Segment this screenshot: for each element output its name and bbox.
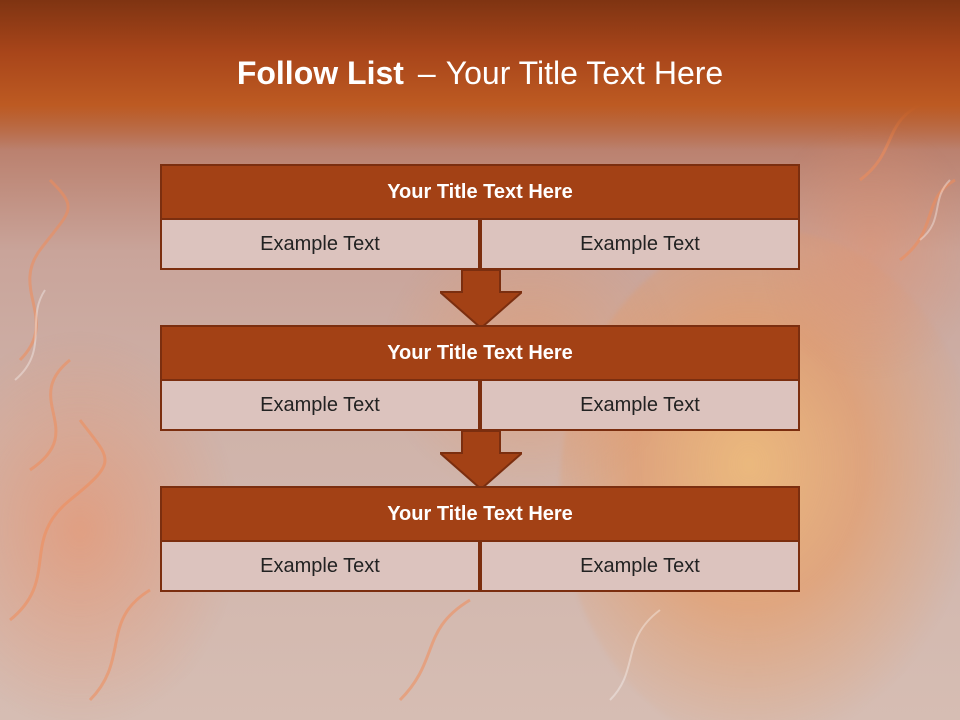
step-box-1: Your Title Text Here Example Text Exampl… bbox=[160, 164, 800, 270]
step-box-3: Your Title Text Here Example Text Exampl… bbox=[160, 486, 800, 592]
title-dash: – bbox=[417, 55, 436, 91]
step-left-text: Example Text bbox=[160, 381, 480, 431]
step-left-text: Example Text bbox=[160, 220, 480, 270]
step-right-text: Example Text bbox=[480, 220, 800, 270]
step-title: Your Title Text Here bbox=[160, 486, 800, 542]
down-arrow-icon bbox=[440, 431, 522, 491]
title-rest: Your Title Text Here bbox=[445, 55, 724, 91]
step-box-2: Your Title Text Here Example Text Exampl… bbox=[160, 325, 800, 431]
step-title: Your Title Text Here bbox=[160, 164, 800, 220]
step-left-text: Example Text bbox=[160, 542, 480, 592]
slide-title: Follow List–Your Title Text Here bbox=[0, 55, 960, 92]
down-arrow-icon bbox=[440, 270, 522, 330]
title-bar bbox=[0, 0, 960, 150]
step-right-text: Example Text bbox=[480, 542, 800, 592]
title-bold: Follow List bbox=[236, 55, 404, 91]
step-right-text: Example Text bbox=[480, 381, 800, 431]
step-title: Your Title Text Here bbox=[160, 325, 800, 381]
